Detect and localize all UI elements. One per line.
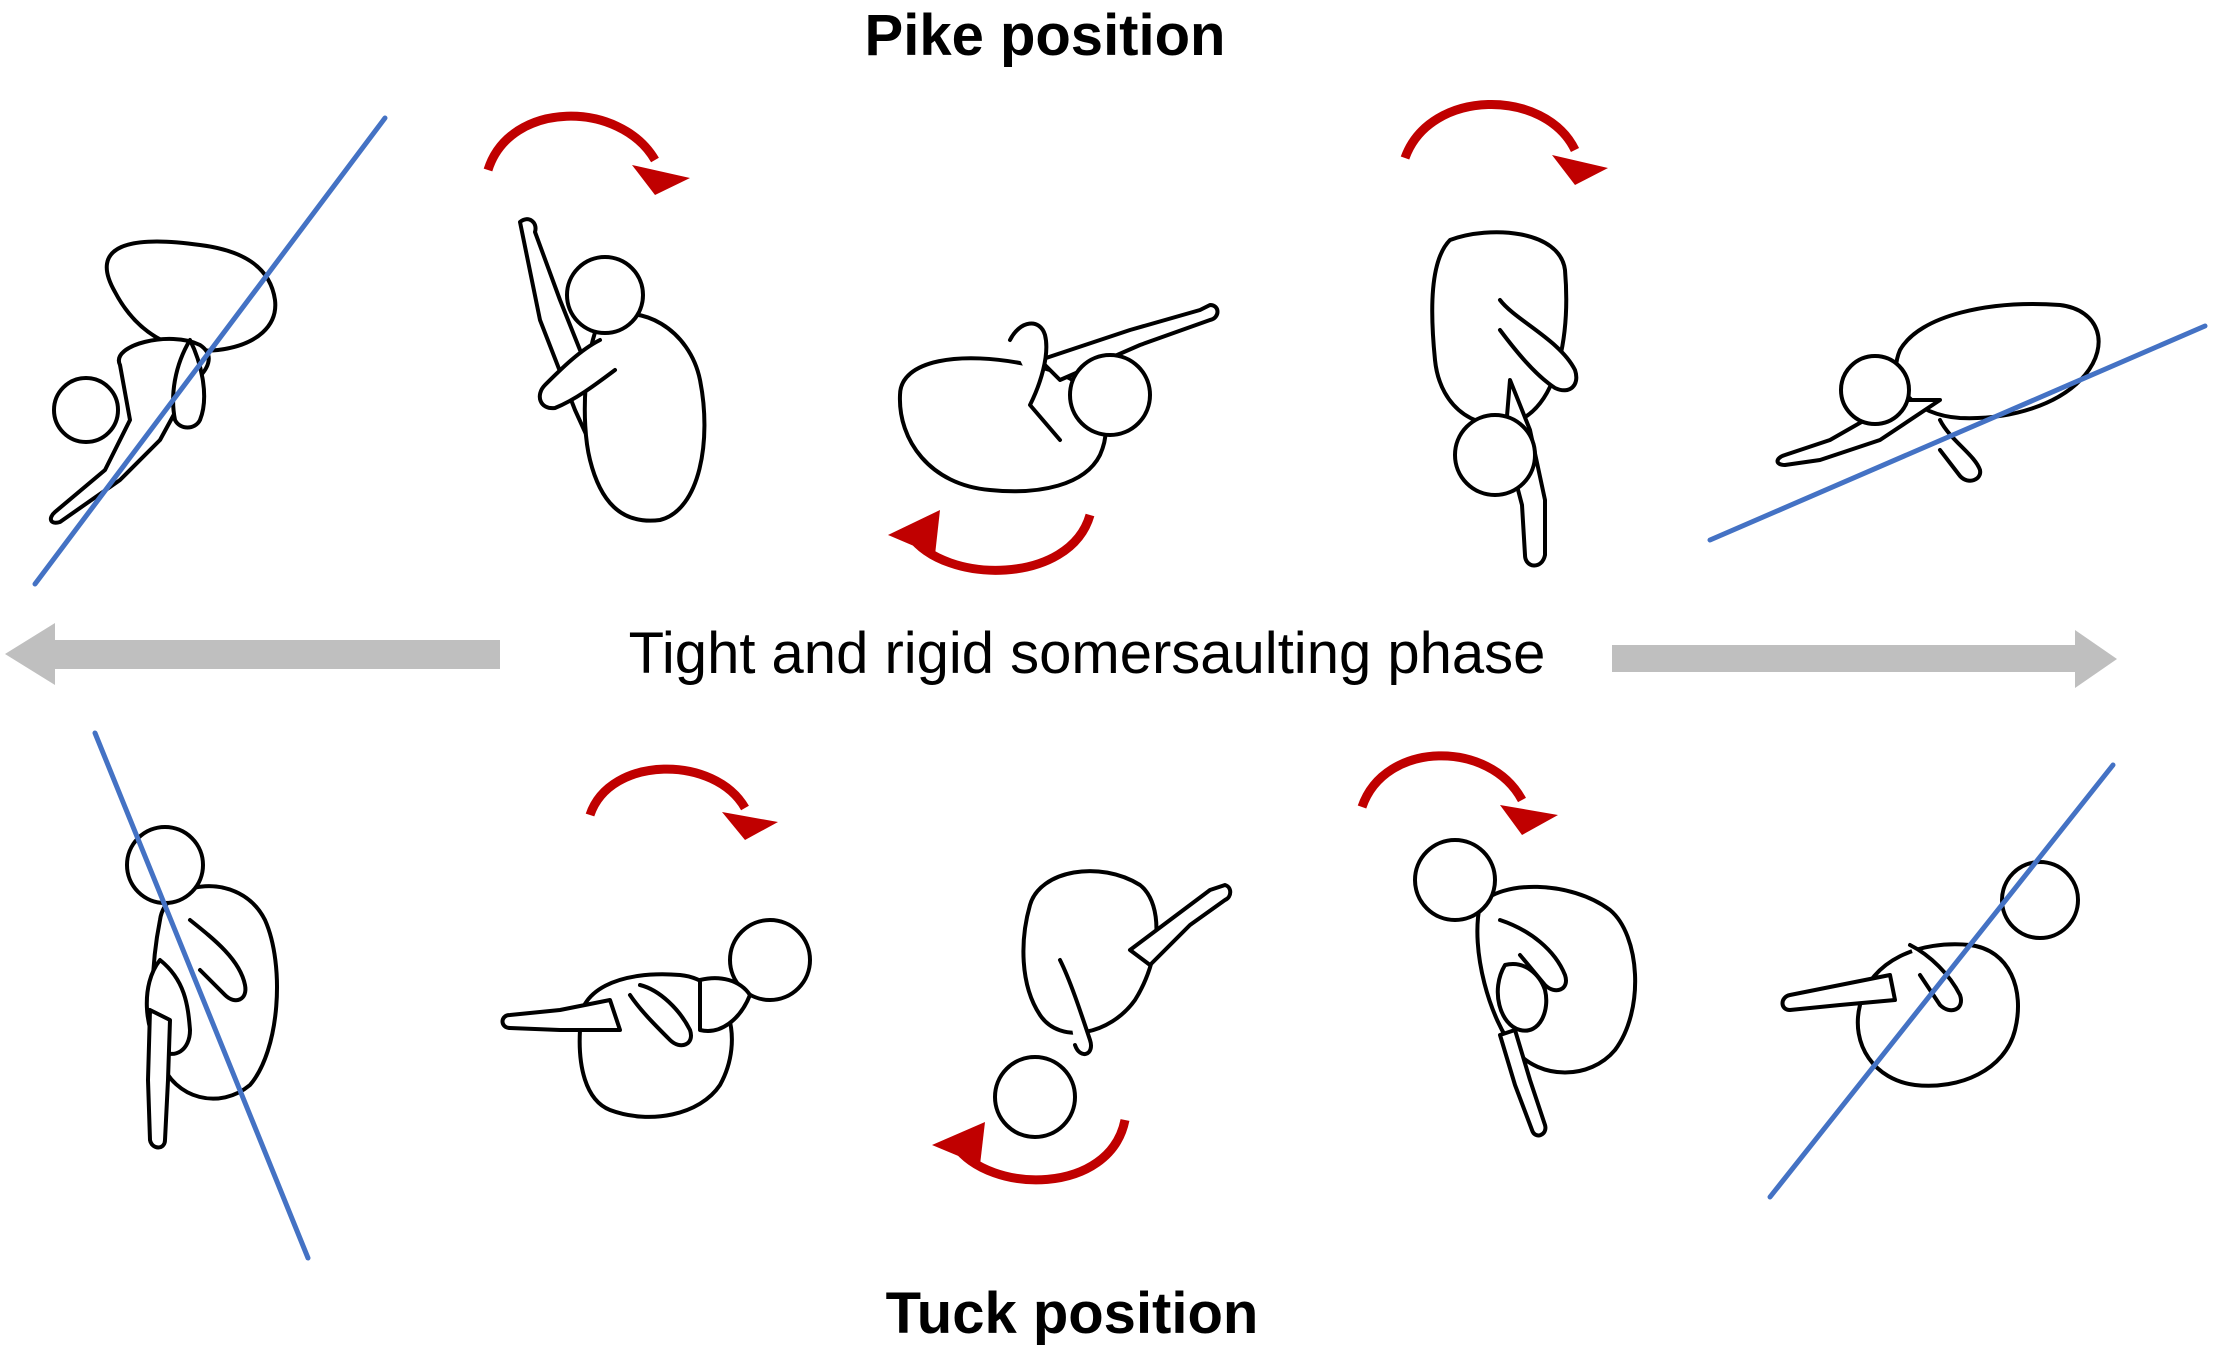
body-axis-line-tuck-5	[1767, 762, 2116, 1200]
diver-tuck-figure-2	[500, 918, 812, 1119]
body-axis-line-pike-5	[1707, 323, 2208, 543]
rotation-arrow-icon-tuck-3	[1357, 751, 1558, 835]
diver-pike-figure-4	[1430, 230, 1579, 568]
pike-position-title: Pike position	[864, 3, 1226, 68]
diver-tuck-figure-5	[1780, 860, 2080, 1088]
rotation-arrow-icon-tuck-1	[585, 764, 778, 840]
diver-pike-figure-5	[1775, 302, 2101, 483]
diver-tuck-figure-1	[125, 825, 279, 1150]
phase-arrow-left	[5, 623, 500, 685]
diver-pike-figure-1	[48, 239, 278, 525]
diver-pike-figure-2	[518, 217, 707, 523]
phase-arrow-right	[1612, 630, 2117, 688]
tuck-position-title: Tuck position	[885, 1281, 1259, 1346]
body-axis-line-pike-1	[32, 115, 388, 587]
diver-pike-figure-3	[897, 303, 1220, 494]
rotation-arrow-icon-pike-3	[1400, 99, 1608, 185]
phase-double-arrow	[5, 623, 2117, 688]
rotation-arrow-icon-pike-1	[483, 111, 690, 195]
rotation-arrow-icon-pike-2	[888, 510, 1095, 575]
diver-tuck-figure-4	[1413, 838, 1638, 1138]
rotation-arrow-icon-tuck-2	[932, 1118, 1130, 1185]
body-axis-line-tuck-1	[92, 730, 311, 1261]
diver-tuck-figure-3	[993, 869, 1233, 1139]
phase-label: Tight and rigid somersaulting phase	[628, 621, 1546, 686]
